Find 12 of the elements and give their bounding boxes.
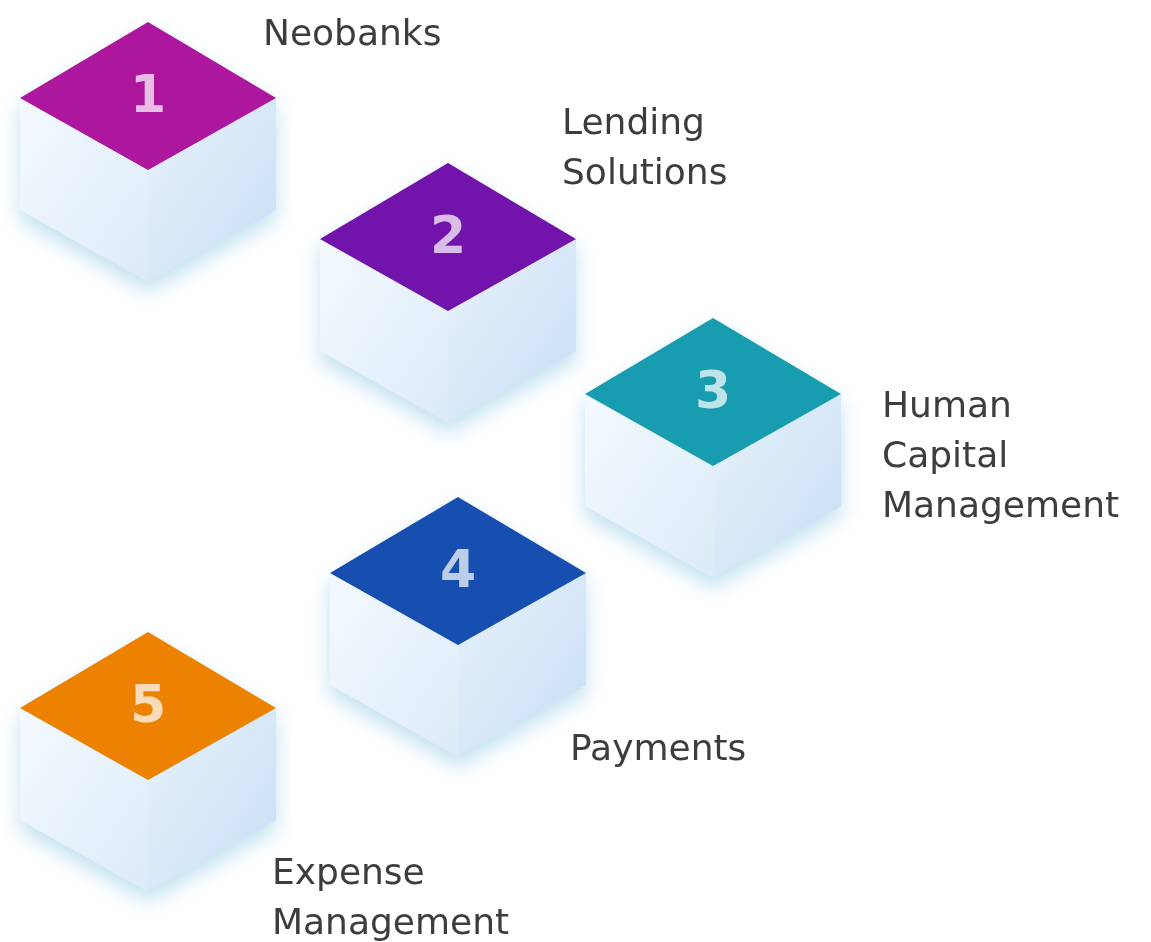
step-number: 4: [438, 538, 478, 601]
step-label: Expense Management: [272, 850, 511, 942]
step-label: Lending Solutions: [562, 100, 729, 194]
step-label: Human Capital Management: [882, 383, 1121, 527]
step-number: 5: [128, 673, 168, 736]
step-number: 2: [428, 204, 468, 267]
step-label: Neobanks: [263, 11, 443, 55]
step-label: Payments: [570, 726, 748, 770]
cube: [585, 318, 841, 580]
cube: [20, 632, 276, 894]
step-number: 1: [128, 63, 168, 126]
step-number: 3: [693, 359, 733, 422]
